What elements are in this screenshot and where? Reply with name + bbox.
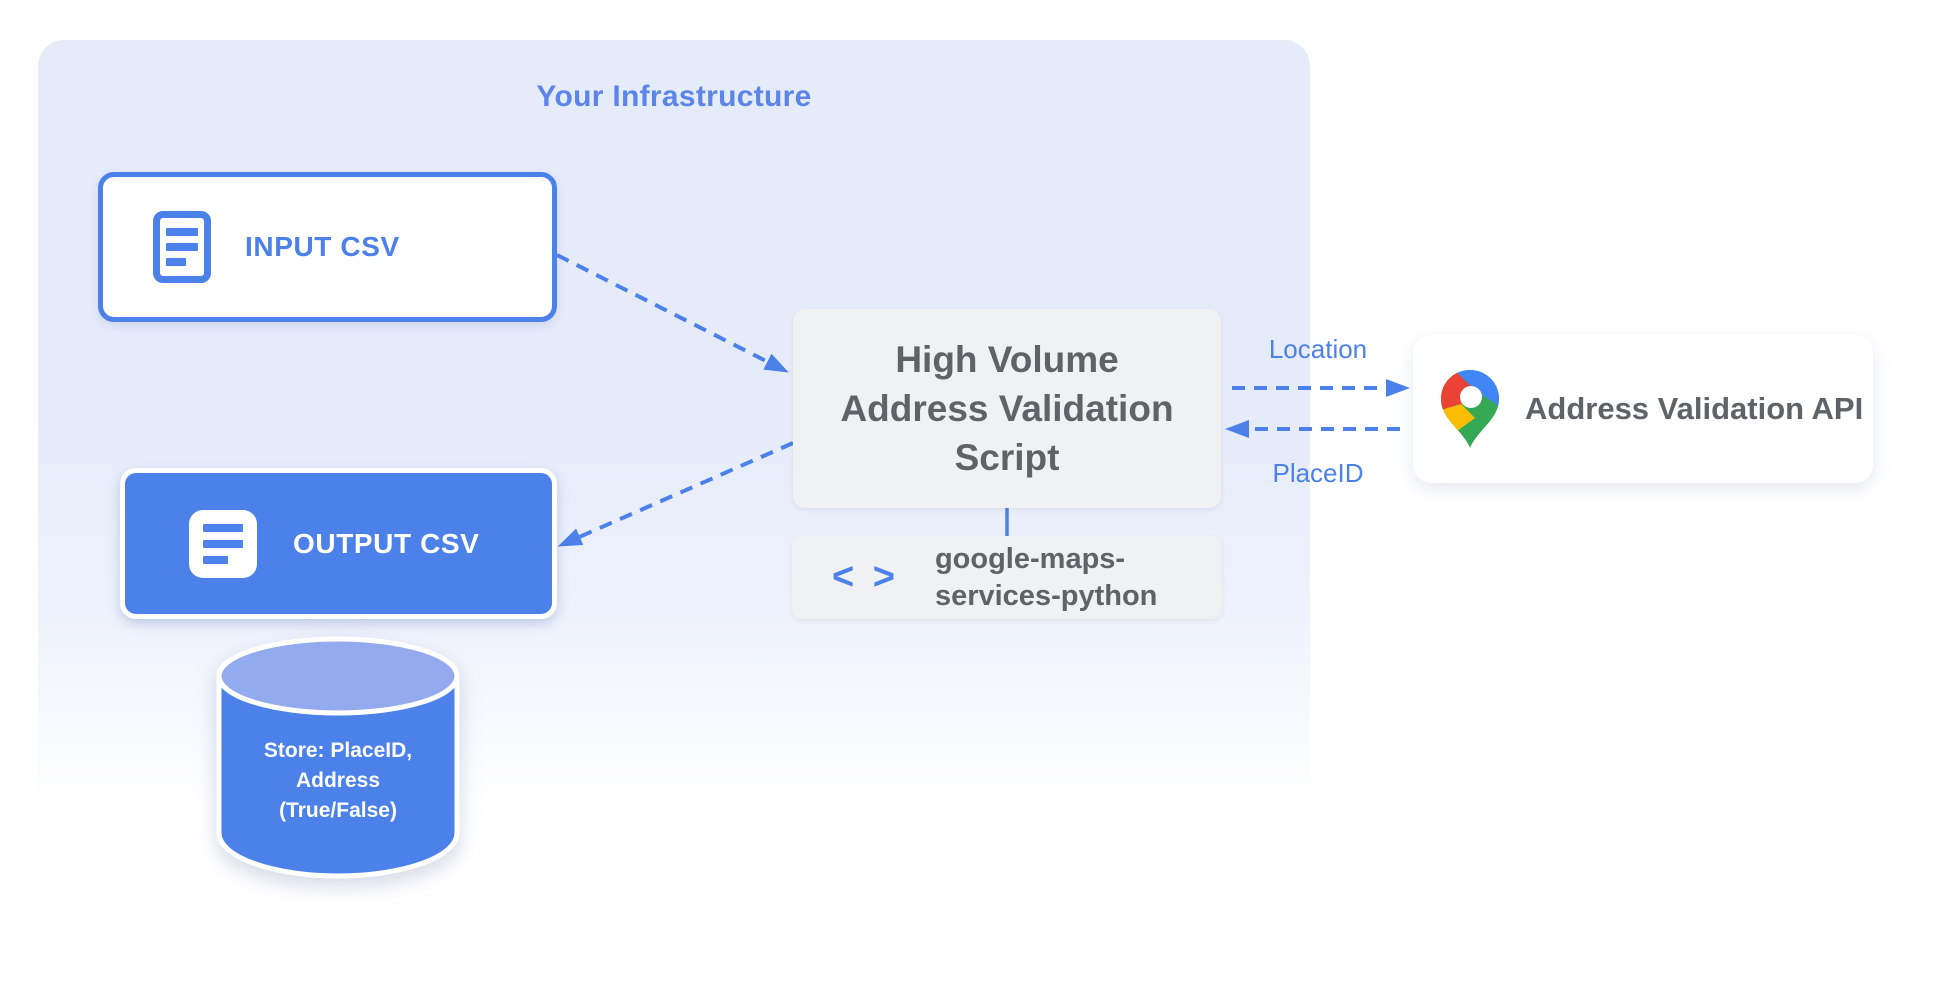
datastore-line: (True/False) bbox=[279, 799, 397, 822]
document-lines-icon bbox=[153, 211, 211, 283]
input-csv-node: INPUT CSV bbox=[98, 172, 557, 322]
document-lines-icon bbox=[189, 509, 257, 578]
google-maps-pin-icon bbox=[1441, 370, 1499, 448]
api-label: Address Validation API bbox=[1525, 391, 1864, 426]
library-node: < > google-maps- services-python bbox=[792, 536, 1222, 619]
datastore-line: Address bbox=[295, 769, 381, 792]
script-node: High Volume Address Validation Script bbox=[793, 309, 1221, 508]
database-cylinder-icon bbox=[216, 636, 460, 879]
script-line: High Volume bbox=[895, 339, 1119, 380]
placeid-edge-label: PlaceID bbox=[1272, 458, 1364, 488]
datastore-label: Store: PlaceID, Address (True/False) bbox=[210, 736, 466, 826]
script-line: Address Validation bbox=[840, 388, 1174, 429]
input-csv-label: INPUT CSV bbox=[245, 231, 400, 262]
infrastructure-title: Your Infrastructure bbox=[536, 80, 812, 113]
icon-line bbox=[166, 258, 186, 266]
datastore-line: Store: PlaceID, bbox=[263, 739, 413, 762]
icon-line bbox=[166, 243, 198, 251]
output-csv-node: OUTPUT CSV bbox=[120, 468, 557, 619]
icon-line bbox=[203, 555, 228, 564]
library-label: google-maps- services-python bbox=[935, 541, 1157, 615]
code-icon: < > bbox=[832, 556, 899, 598]
icon-line bbox=[203, 523, 243, 532]
library-line: google-maps- bbox=[934, 542, 1126, 575]
location-edge-label: Location bbox=[1268, 334, 1368, 364]
icon-line bbox=[166, 228, 198, 236]
script-line: Script bbox=[954, 437, 1060, 478]
script-label: High Volume Address Validation Script bbox=[840, 335, 1173, 482]
library-line: services-python bbox=[934, 579, 1158, 612]
icon-line bbox=[203, 539, 243, 548]
address-validation-api-node: Address Validation API bbox=[1413, 335, 1873, 483]
output-csv-label: OUTPUT CSV bbox=[293, 527, 480, 559]
